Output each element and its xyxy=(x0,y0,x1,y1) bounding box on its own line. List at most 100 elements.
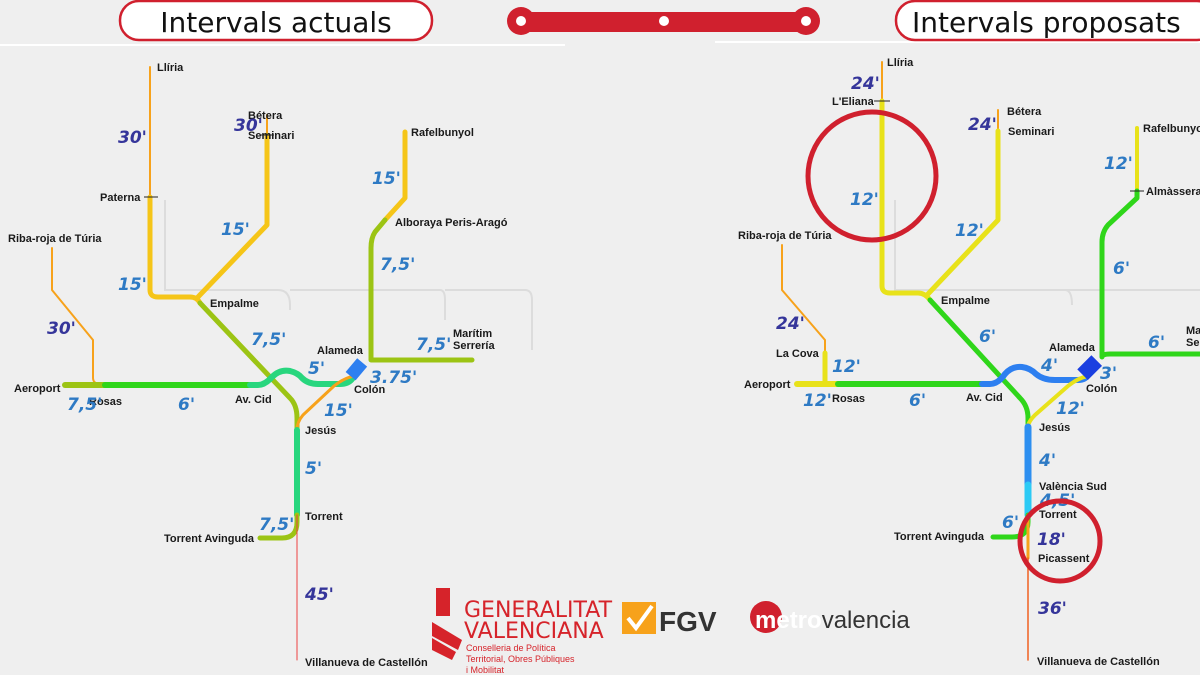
interval-label: 7,5' xyxy=(251,330,286,350)
interval-label: 4' xyxy=(1038,451,1056,471)
station-label: La Cova xyxy=(776,348,820,360)
station-label: Seminari xyxy=(1008,126,1054,138)
interval-label: 5' xyxy=(308,359,325,379)
station-label: Ma xyxy=(1186,325,1200,337)
fgv-logo: FGV xyxy=(622,602,717,637)
station-label: Torrent xyxy=(305,511,343,523)
station-label: Alboraya Peris-Aragó xyxy=(395,217,508,229)
right-intervals: 24' 12' 24' 12' 12' 6' 24' 6' 12' 4' 6' … xyxy=(776,74,1165,619)
right-title: Intervals proposats xyxy=(912,6,1181,39)
interval-label: 12' xyxy=(1104,154,1133,174)
interval-label: 6' xyxy=(909,391,926,411)
interval-label: 30' xyxy=(47,319,76,339)
interval-label: 6' xyxy=(1113,259,1130,279)
background-tracks xyxy=(164,200,1200,350)
highlight-circle xyxy=(805,109,939,243)
interval-label: 5' xyxy=(305,459,322,479)
station-label: Av. Cid xyxy=(235,394,272,406)
svg-text:GENERALITAT: GENERALITAT xyxy=(464,598,613,623)
interval-label: 7,5' xyxy=(380,255,415,275)
station-label: Picassent xyxy=(1038,553,1090,565)
left-lines xyxy=(51,66,475,661)
station-label: Villanueva de Castellón xyxy=(305,657,428,669)
station-label: Alameda xyxy=(317,345,364,357)
svg-text:VALENCIANA: VALENCIANA xyxy=(464,619,604,644)
station-label: Villanueva de Castellón xyxy=(1037,656,1160,668)
svg-text:Territorial, Obres Públiques: Territorial, Obres Públiques xyxy=(466,654,575,664)
station-label: Paterna xyxy=(100,192,141,204)
interval-label: 6' xyxy=(1148,333,1165,353)
station-label: Colón xyxy=(1086,383,1117,395)
highlight-circle xyxy=(1017,498,1103,584)
station-label: Ser xyxy=(1186,337,1200,349)
interval-label: 30' xyxy=(118,128,147,148)
station-label: Bétera xyxy=(1007,106,1042,118)
generalitat-logo: GENERALITAT VALENCIANA Conselleria de Po… xyxy=(432,588,613,675)
station-label: Rafelbunyol xyxy=(411,127,474,139)
station-label: Rafelbunyol xyxy=(1143,123,1200,135)
metrovalencia-logo: metrovalencia xyxy=(750,601,910,634)
interval-label: 18' xyxy=(1037,530,1066,550)
interval-label: 45' xyxy=(304,585,334,605)
station-label: Llíria xyxy=(157,62,184,74)
svg-text:metrovalencia: metrovalencia xyxy=(755,607,910,634)
station-label: Llíria xyxy=(887,57,914,69)
left-title: Intervals actuals xyxy=(160,6,392,39)
station-label: Almàssera xyxy=(1146,186,1200,198)
station-label: Aeroport xyxy=(744,379,791,391)
station-label: Marítim xyxy=(453,328,492,340)
interval-label: 12' xyxy=(955,221,984,241)
interval-label: 12' xyxy=(803,391,832,411)
station-label: Rosas xyxy=(89,396,122,408)
station-label: Torrent Avinguda xyxy=(894,531,985,543)
right-lines xyxy=(781,61,1200,661)
station-label: Empalme xyxy=(210,298,259,310)
station-label: Bétera xyxy=(248,110,283,122)
station-label: Seminari xyxy=(248,130,294,142)
left-stations: Llíria Paterna Bétera Seminari Rafelbuny… xyxy=(8,62,508,669)
interval-label: 24' xyxy=(851,74,880,94)
right-title-pill: Intervals proposats xyxy=(894,0,1200,42)
station-label: L'Eliana xyxy=(832,96,875,108)
svg-text:i Mobilitat: i Mobilitat xyxy=(466,665,505,675)
station-label: Alameda xyxy=(1049,342,1096,354)
svg-text:FGV: FGV xyxy=(659,606,717,637)
station-label: Riba-roja de Túria xyxy=(738,230,832,242)
interval-label: 6' xyxy=(979,327,996,347)
interval-label: 6' xyxy=(178,395,195,415)
station-label: Riba-roja de Túria xyxy=(8,233,102,245)
interval-label: 15' xyxy=(118,275,147,295)
interval-label: 3' xyxy=(1100,364,1117,384)
station-label: Rosas xyxy=(832,393,865,405)
interval-label: 12' xyxy=(1056,399,1085,419)
interval-label: 6' xyxy=(1002,513,1019,533)
interval-label: 7,5' xyxy=(67,395,102,415)
interval-label: 24' xyxy=(968,115,997,135)
station-label: Aeroport xyxy=(14,383,61,395)
station-label: Torrent Avinguda xyxy=(164,533,255,545)
interval-label: 7,5' xyxy=(416,335,451,355)
interval-label: 36' xyxy=(1038,599,1067,619)
interval-label: 15' xyxy=(221,220,250,240)
interval-label: 15' xyxy=(372,169,401,189)
interval-label: 7,5' xyxy=(259,515,294,535)
station-label: Empalme xyxy=(941,295,990,307)
right-stations: Llíria L'Eliana Bétera Seminari Rafelbun… xyxy=(738,57,1200,668)
station-label: Av. Cid xyxy=(966,392,1003,404)
station-label: Colón xyxy=(354,384,385,396)
interval-label: 4' xyxy=(1040,356,1058,376)
interval-label: 3.75' xyxy=(370,368,417,388)
station-label: València Sud xyxy=(1039,481,1107,493)
left-title-pill: Intervals actuals xyxy=(118,0,434,42)
svg-text:Conselleria de Política: Conselleria de Política xyxy=(466,643,556,653)
metro-bar-decoration xyxy=(507,7,820,35)
interval-label: 24' xyxy=(776,314,805,334)
interval-label: 12' xyxy=(832,357,861,377)
interval-label: 15' xyxy=(324,401,353,421)
station-label: Jesús xyxy=(1039,422,1070,434)
station-label: Torrent xyxy=(1039,509,1077,521)
interval-label: 30' xyxy=(234,116,263,136)
station-label: Serrería xyxy=(453,340,495,352)
interval-label: 12' xyxy=(850,190,879,210)
